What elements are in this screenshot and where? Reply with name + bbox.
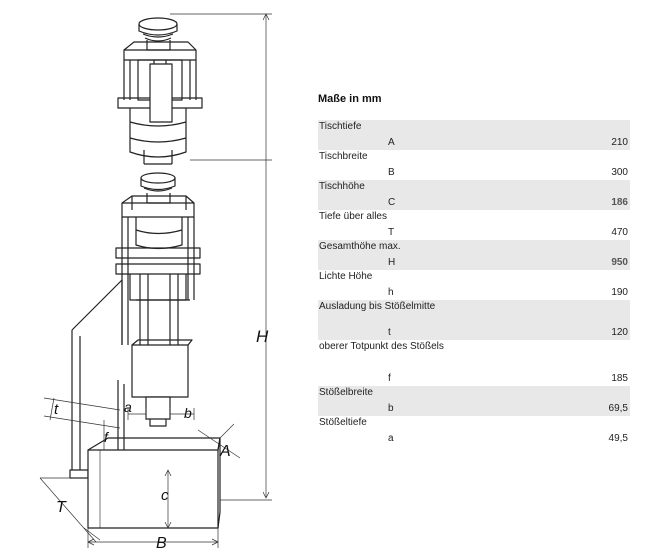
dim-label-h: H xyxy=(256,327,269,346)
dim-label-t-upper: T xyxy=(56,499,67,516)
dim-label-f: f xyxy=(104,429,110,445)
spec-value: 210 xyxy=(611,137,628,148)
spec-value: 470 xyxy=(611,227,628,238)
spec-row: oberer Totpunkt des Stößels f 185 xyxy=(318,340,630,386)
dim-label-b: b xyxy=(184,405,192,421)
spec-row: Gesamthöhe max. H 950 xyxy=(318,240,630,270)
spec-label: Tischtiefe xyxy=(319,121,362,132)
spec-value: 185 xyxy=(611,373,628,384)
spec-symbol: a xyxy=(388,433,394,444)
press-body xyxy=(69,172,221,529)
dim-label-t: t xyxy=(54,401,59,418)
upper-head-assembly xyxy=(117,17,203,165)
spec-label: Tiefe über alles xyxy=(319,211,387,222)
spec-label: oberer Totpunkt des Stößels xyxy=(319,341,444,352)
spec-value: 186 xyxy=(611,197,628,208)
spec-row: Ausladung bis Stößelmitte t 120 xyxy=(318,300,630,340)
spec-symbol: f xyxy=(388,373,391,384)
press-technical-drawing: H t a b f A c T B xyxy=(39,13,272,552)
spec-value: 69,5 xyxy=(608,403,628,414)
spec-label: Tischbreite xyxy=(319,151,368,162)
spec-value: 190 xyxy=(611,287,628,298)
dim-label-c: c xyxy=(161,487,169,504)
spec-label: Lichte Höhe xyxy=(319,271,373,282)
spec-symbol: B xyxy=(388,167,395,178)
spec-value: 950 xyxy=(611,257,628,268)
dim-label-a: a xyxy=(124,399,132,415)
spec-label: Stößelbreite xyxy=(319,387,373,398)
dim-label-b-upper: B xyxy=(156,535,167,552)
spec-symbol: b xyxy=(388,403,394,414)
spec-symbol: A xyxy=(388,137,395,148)
spec-label: Gesamthöhe max. xyxy=(319,241,401,252)
spec-label: Stößeltiefe xyxy=(319,417,367,428)
spec-label: Tischhöhe xyxy=(319,181,365,192)
spec-row: Lichte Höhe h 190 xyxy=(318,270,630,300)
spec-value: 300 xyxy=(611,167,628,178)
spec-row: Stößeltiefe a 49,5 xyxy=(318,416,630,446)
spec-symbol: h xyxy=(388,287,394,298)
spec-title: Maße in mm xyxy=(318,93,382,105)
spec-value: 120 xyxy=(611,327,628,338)
spec-row: Stößelbreite b 69,5 xyxy=(318,386,630,416)
spec-symbol: t xyxy=(388,327,391,338)
spec-symbol: C xyxy=(388,197,396,208)
spec-symbol: H xyxy=(388,257,396,268)
spec-label: Ausladung bis Stößelmitte xyxy=(319,301,436,312)
spec-value: 49,5 xyxy=(608,433,628,444)
dimension-lines xyxy=(39,13,272,548)
dim-label-a-upper: A xyxy=(219,443,231,460)
spec-symbol: T xyxy=(388,227,395,238)
